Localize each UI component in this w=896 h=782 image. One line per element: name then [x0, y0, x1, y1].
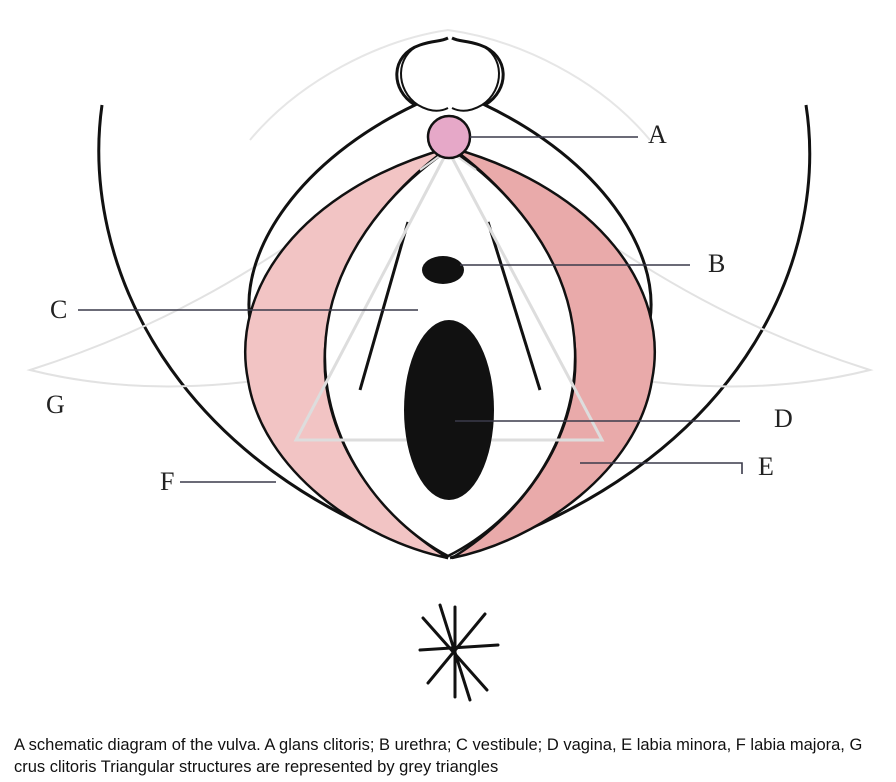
- clitoral-hood-outline-grey: [249, 28, 651, 141]
- vestibule-line-right: [486, 221, 542, 391]
- label-b: B: [708, 249, 725, 278]
- labia-majora-outline-left: [97, 104, 449, 560]
- glans-clitoris: [426, 114, 472, 160]
- vaginal-opening: [404, 320, 494, 500]
- anus-star-icon: [418, 603, 500, 702]
- leader-line-e: [580, 462, 743, 474]
- label-g: G: [46, 390, 65, 419]
- urethra: [422, 256, 464, 284]
- label-f: F: [160, 467, 174, 496]
- label-c: C: [50, 295, 67, 324]
- label-e: E: [758, 452, 774, 481]
- labia-majora-outline-right: [449, 104, 812, 560]
- vestibule-line-left: [358, 221, 410, 391]
- label-d: D: [774, 404, 793, 433]
- figure-caption: A schematic diagram of the vulva. A glan…: [14, 736, 863, 776]
- label-a: A: [648, 120, 667, 149]
- vulva-diagram: A B C D E F G: [26, 28, 874, 702]
- prepuce-outline: [247, 36, 653, 321]
- hood-top-inner: [400, 44, 500, 112]
